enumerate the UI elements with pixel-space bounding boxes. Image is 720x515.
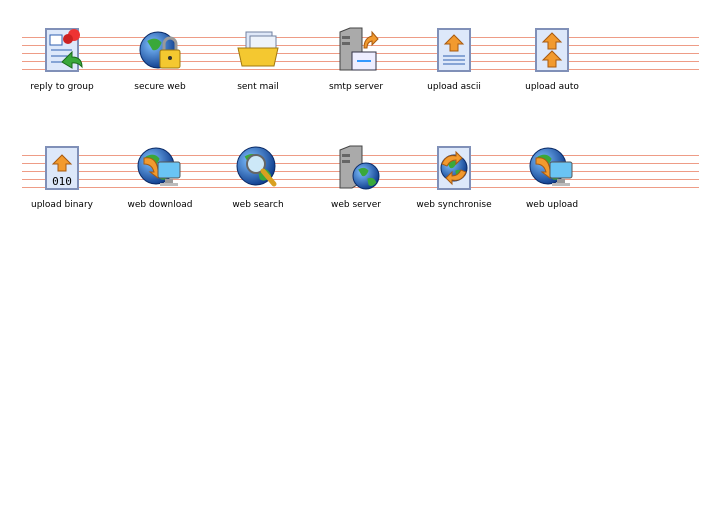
icon-label: sent mail [237,82,279,92]
sent-mail-icon [237,31,279,67]
web-server-icon [339,145,380,190]
binary-text: 010 [52,175,72,188]
icon-label: web download [127,200,193,210]
upload-binary-icon: 010 [45,146,79,190]
icon-label: secure web [134,82,186,92]
icon-label: upload ascii [427,82,481,92]
reply-to-group-icon [45,28,83,72]
web-download-icon [137,147,181,186]
upload-auto-icon [535,28,569,72]
smtp-server-icon [339,27,379,71]
web-synchronise-icon [437,146,471,190]
icon-label: web search [232,200,284,210]
icon-label: web server [331,200,381,210]
secure-web-icon [139,31,181,69]
web-search-icon [236,146,277,187]
icon-label: upload auto [525,82,579,92]
upload-ascii-icon [437,28,471,72]
icon-label: upload binary [31,200,93,210]
icon-label: web upload [525,200,579,210]
web-upload-icon [529,147,573,186]
icon-label: smtp server [328,82,384,92]
icon-label: web synchronise [416,200,492,210]
icon-label: reply to group [30,82,94,92]
